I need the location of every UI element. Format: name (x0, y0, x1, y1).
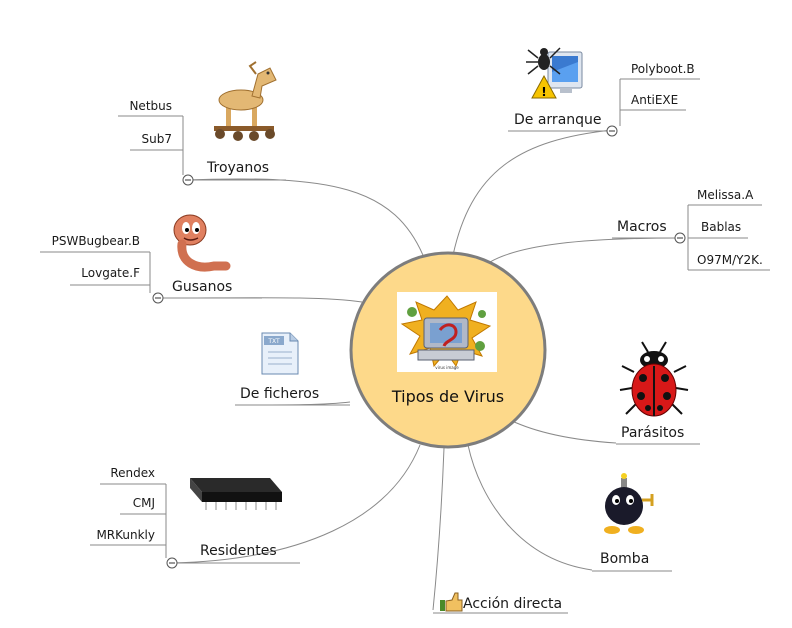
branch-gusanos[interactable]: Gusanos PSWBugbear.B Lovgate.F (40, 214, 262, 304)
worm-icon (173, 214, 231, 272)
connector-accion (432, 447, 445, 611)
branch-ficheros[interactable]: TXT De ficheros (235, 332, 350, 406)
troyanos-child-netbus[interactable]: Netbus (129, 99, 172, 113)
troyanos-child-sub7[interactable]: Sub7 (142, 132, 172, 146)
bomba-label: Bomba (600, 551, 649, 567)
macros-child-o97m[interactable]: O97M/Y2K. (697, 253, 763, 267)
gusanos-child-pswbugbear[interactable]: PSWBugbear.B (52, 234, 140, 248)
troyanos-label: Troyanos (206, 160, 269, 176)
connector-parasitos (509, 419, 617, 444)
parasitos-label: Parásitos (621, 425, 684, 441)
svg-text:!: ! (541, 85, 546, 99)
ficheros-label: De ficheros (240, 386, 319, 402)
branch-macros[interactable]: Macros Melissa.A Bablas O97M/Y2K. (612, 188, 770, 271)
virus-image: virus image (397, 292, 497, 372)
branch-bomba[interactable]: Bomba (592, 473, 672, 572)
svg-text:TXT: TXT (267, 338, 280, 345)
arranque-label: De arranque (514, 112, 602, 128)
residentes-label: Residentes (200, 543, 277, 559)
arranque-child-polyboot[interactable]: Polyboot.B (631, 62, 695, 76)
ladybug-icon (619, 341, 689, 417)
thumbs-up-icon (440, 592, 463, 612)
macros-child-bablas[interactable]: Bablas (701, 220, 741, 234)
memory-chip-icon (190, 478, 282, 510)
residentes-child-rendex[interactable]: Rendex (110, 466, 155, 480)
macros-label: Macros (617, 219, 667, 235)
gusanos-child-lovgate[interactable]: Lovgate.F (81, 266, 140, 280)
macros-child-melissa[interactable]: Melissa.A (697, 188, 754, 202)
connector-macros (489, 237, 681, 263)
accion-label: Acción directa (463, 596, 562, 612)
central-node[interactable]: virus image Tipos de Virus (349, 251, 547, 449)
central-node-label: Tipos de Virus (391, 387, 504, 406)
branch-troyanos[interactable]: Troyanos Netbus Sub7 (118, 61, 286, 186)
branch-parasitos[interactable]: Parásitos (616, 341, 700, 445)
trojan-horse-icon (214, 61, 277, 141)
connector-residentes (171, 444, 421, 564)
branch-accion[interactable]: Acción directa (433, 592, 568, 614)
connector-bomba (467, 444, 593, 571)
gusanos-label: Gusanos (172, 279, 232, 295)
txt-file-icon: TXT (261, 332, 299, 375)
bomb-icon (604, 473, 654, 534)
arranque-child-antiexe[interactable]: AntiEXE (631, 93, 678, 107)
virus-image-caption: virus image (435, 365, 459, 370)
residentes-child-mrkunkly[interactable]: MRKunkly (96, 528, 155, 542)
spider-monitor-warning-icon: ! (526, 47, 583, 99)
residentes-child-cmj[interactable]: CMJ (133, 496, 155, 510)
connector-arranque (451, 129, 613, 261)
connector-troyanos (182, 178, 426, 261)
branch-arranque[interactable]: ! De arranque Polyboot.B AntiEXE (508, 47, 700, 137)
branch-residentes[interactable]: Residentes Rendex CMJ MRKunkly (90, 466, 300, 569)
